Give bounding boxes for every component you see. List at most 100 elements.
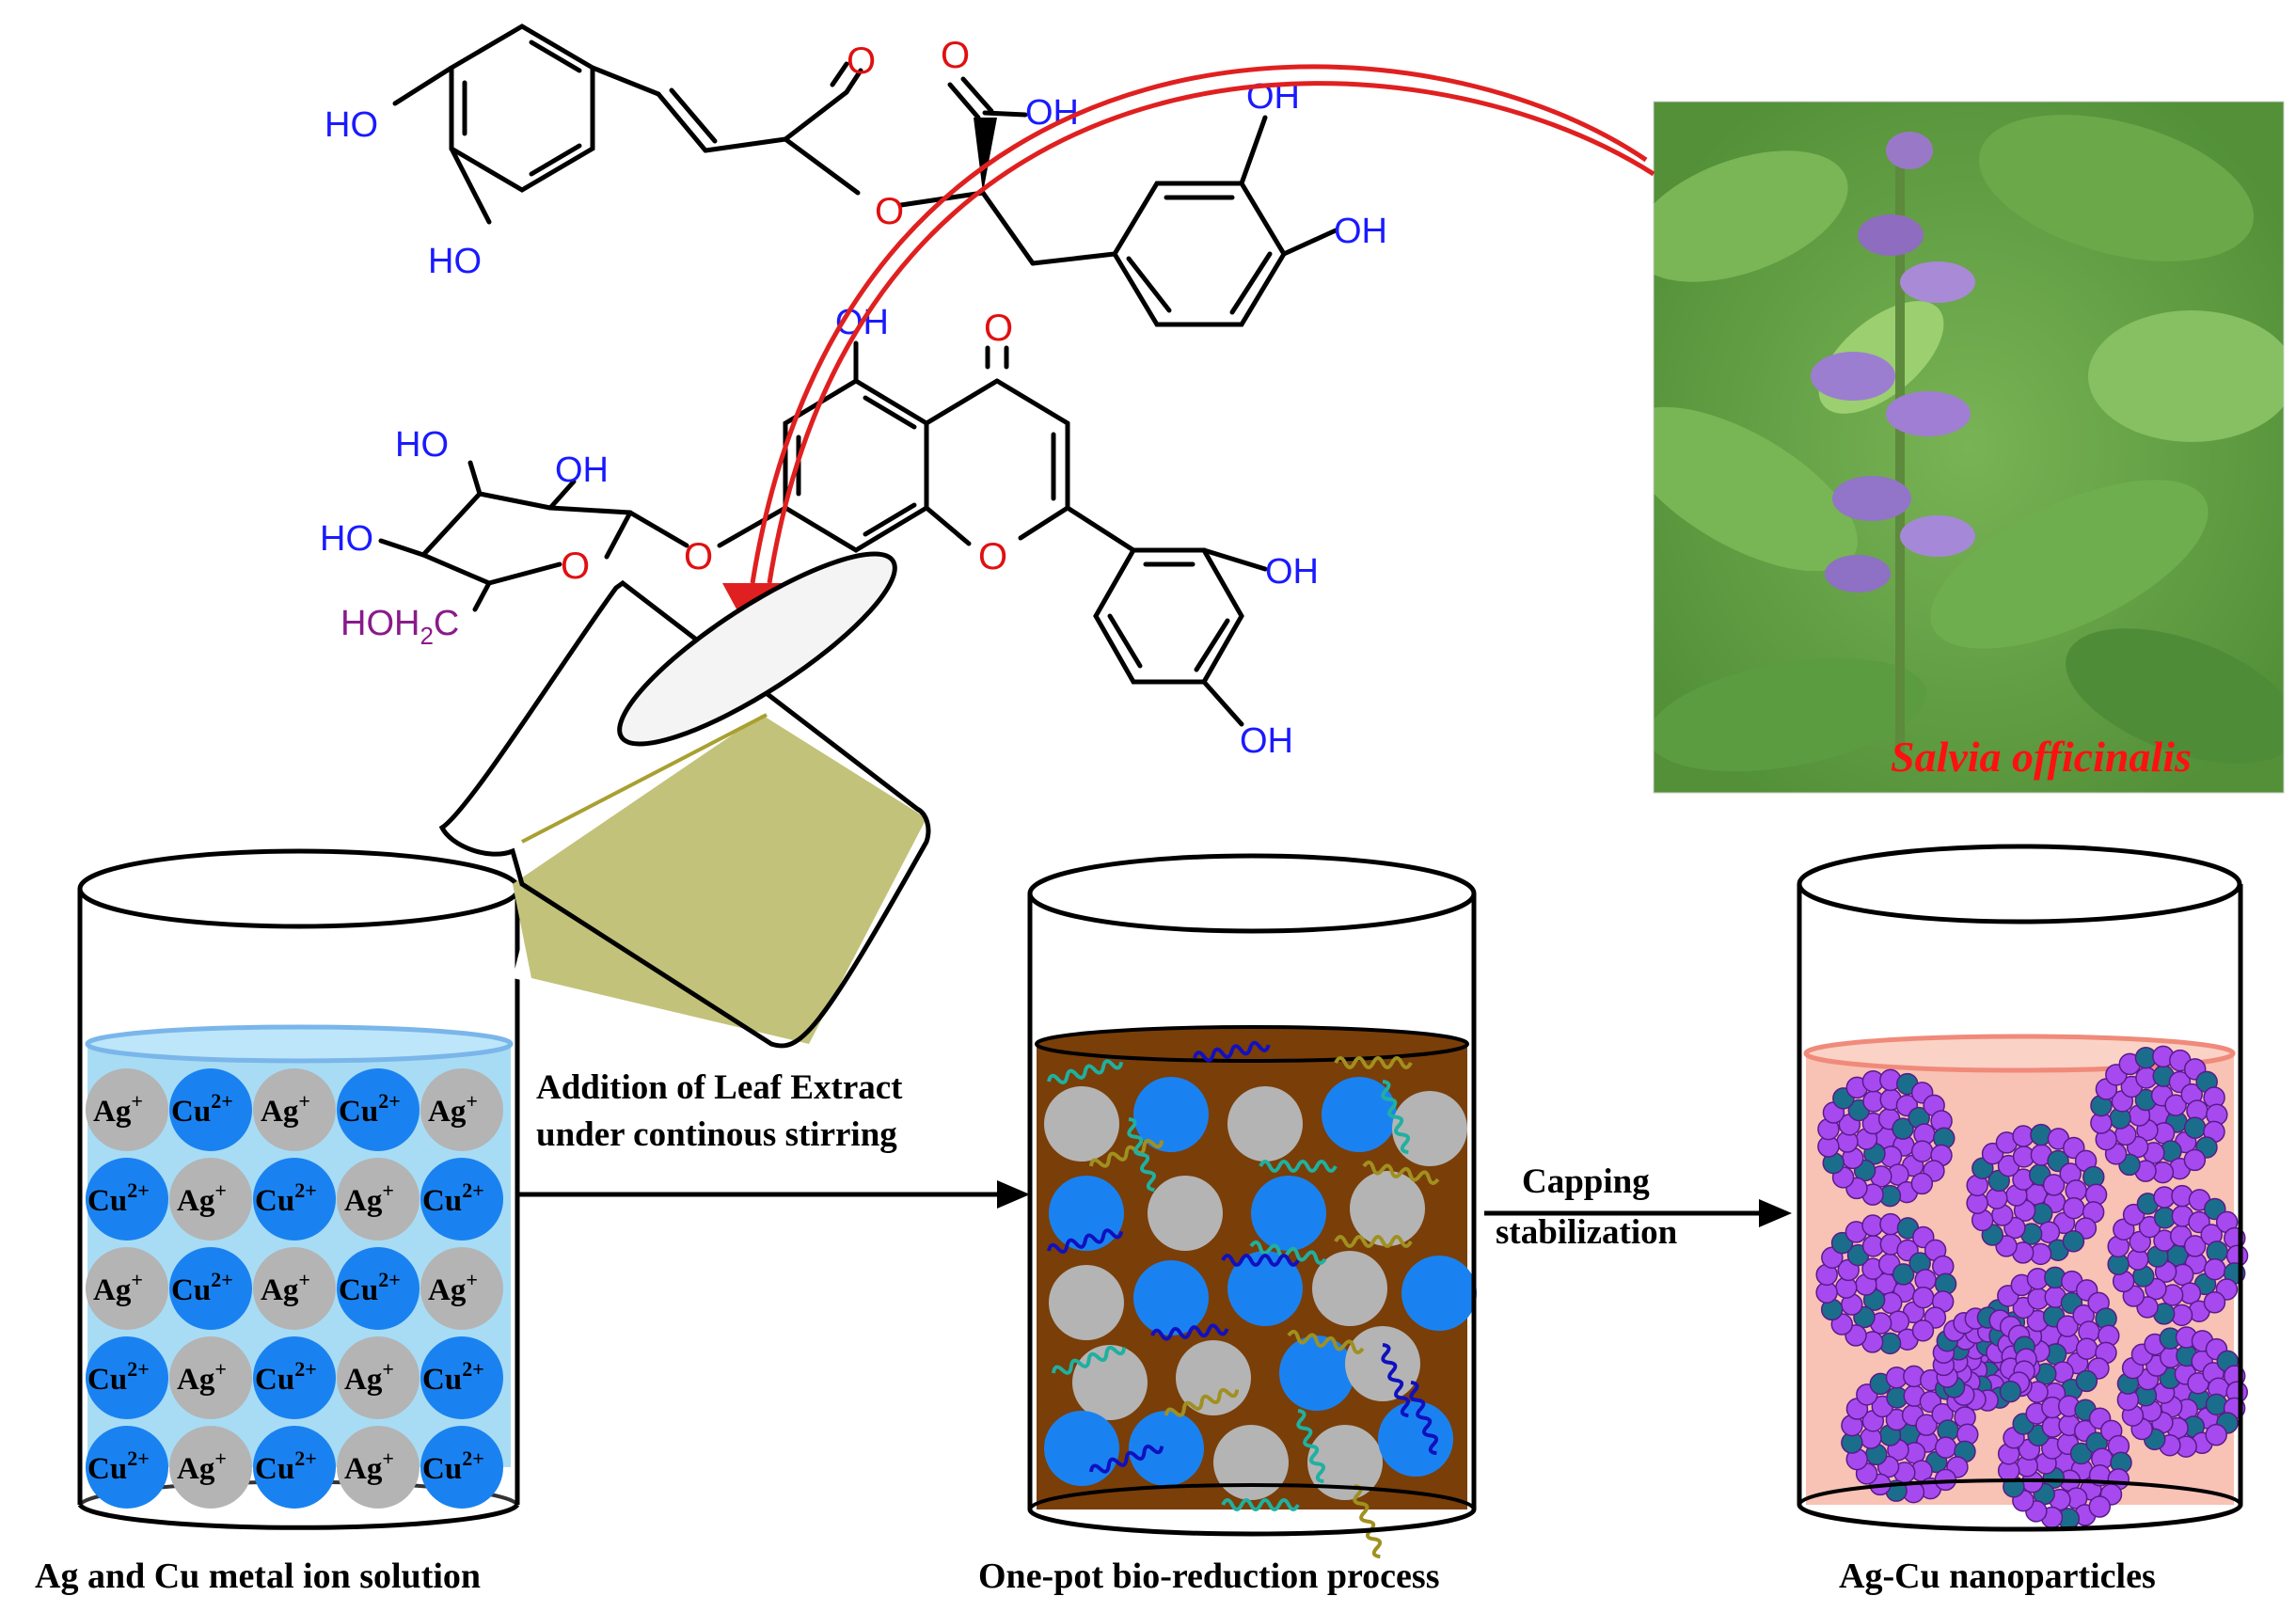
ag-particle (1307, 1425, 1383, 1500)
ag-ion (337, 1336, 420, 1419)
ion-label: Cu2+ (171, 1089, 233, 1129)
extract-arrow (750, 64, 1655, 584)
ion-label: Ag+ (428, 1268, 478, 1307)
atom-label: OH (1265, 552, 1319, 592)
wedge-bond (974, 118, 997, 193)
ion-label: Cu2+ (339, 1268, 401, 1307)
cu-ion (86, 1336, 168, 1419)
ion-label: Ag+ (344, 1357, 394, 1397)
arrow-head (997, 1180, 1030, 1209)
ag-ion (86, 1247, 168, 1330)
luteolin-glucoside-structure (378, 340, 1268, 727)
ag-particle (1213, 1425, 1289, 1500)
ion-label: Ag+ (261, 1268, 310, 1307)
ag-ion (337, 1426, 420, 1509)
capping-molecule (1127, 1117, 1157, 1193)
caption-beaker-3: Ag-Cu nanoparticles (1839, 1557, 2156, 1596)
capping-molecule (1164, 1387, 1240, 1417)
cu-ion (253, 1336, 336, 1419)
capping-molecule (1221, 1254, 1300, 1267)
ag-ion (169, 1336, 252, 1419)
cu-particle (1227, 1251, 1303, 1326)
capping-molecule (1287, 1329, 1365, 1354)
cu-ion (420, 1426, 503, 1509)
ag-particle (1312, 1251, 1387, 1326)
cu-ion (337, 1068, 420, 1151)
ion-label: Cu2+ (171, 1268, 233, 1307)
capping-molecule (1193, 1040, 1271, 1063)
nanoparticle-cluster (2116, 1326, 2248, 1458)
capping-molecule (1381, 1080, 1411, 1155)
ag-particle (1044, 1086, 1119, 1162)
ag-ion (420, 1247, 503, 1330)
nanoparticle-cluster (1815, 1212, 1957, 1355)
cu-particle (1378, 1401, 1453, 1477)
ag-particle (1072, 1345, 1148, 1420)
cu-particle (1044, 1411, 1119, 1486)
cu-ion (253, 1158, 336, 1241)
cu-particle (1401, 1256, 1477, 1331)
step-2-line-1: Capping (1522, 1162, 1650, 1201)
cu-ion (337, 1247, 420, 1330)
atom-label: HO (395, 425, 449, 465)
cu-ion (420, 1158, 503, 1241)
rosmarinic-acid-structure (392, 24, 1338, 327)
ion-label: Ag+ (93, 1089, 143, 1129)
ion-label: Cu2+ (87, 1178, 150, 1218)
ion-label: Cu2+ (422, 1178, 484, 1218)
atom-label: O (561, 545, 590, 587)
capping-molecule (1249, 1240, 1327, 1265)
ion-label: Ag+ (261, 1089, 310, 1129)
atom-label: O (978, 536, 1007, 577)
species-label: Salvia officinalis (1891, 733, 2192, 781)
ion-label: Cu2+ (255, 1446, 317, 1486)
cu-ion (169, 1068, 252, 1151)
capping-molecule (1362, 1160, 1440, 1185)
ag-ion (169, 1158, 252, 1241)
nanoparticle-cluster (1932, 1306, 2037, 1412)
cu-particle (1251, 1176, 1326, 1251)
ion-label: Cu2+ (87, 1357, 150, 1397)
ion-label: Cu2+ (422, 1357, 484, 1397)
nanoparticle-cluster (1966, 1123, 2108, 1266)
atom-label: O (941, 35, 970, 76)
atom-label: OH (1334, 212, 1387, 251)
capping-molecule (1221, 1498, 1300, 1511)
pouring-beaker (438, 551, 931, 1049)
capping-molecule (1089, 1444, 1164, 1474)
cu-ion (86, 1158, 168, 1241)
capping-molecule (1052, 1345, 1127, 1375)
ion-label: Cu2+ (87, 1446, 150, 1486)
ag-ion (253, 1247, 336, 1330)
caption-beaker-2: One-pot bio-reduction process (978, 1557, 1440, 1596)
capping-molecule (1334, 1235, 1413, 1248)
capping-molecule (1150, 1323, 1229, 1341)
step-2-line-2: stabilization (1496, 1213, 1678, 1252)
ag-ion (86, 1068, 168, 1151)
cu-ion (253, 1426, 336, 1509)
ion-label: Ag+ (344, 1446, 394, 1486)
ag-particle (1350, 1171, 1425, 1246)
capping-molecule (1353, 1484, 1383, 1559)
capping-molecule (1047, 1059, 1124, 1084)
cu-particle (1279, 1335, 1354, 1411)
cu-particle (1322, 1077, 1397, 1152)
ion-label: Ag+ (177, 1357, 227, 1397)
ag-particle (1049, 1265, 1124, 1340)
cu-ion (169, 1247, 252, 1330)
atom-label: OH (555, 450, 609, 490)
capping-molecule (1259, 1160, 1338, 1173)
step-1-line-1: Addition of Leaf Extract (536, 1068, 903, 1107)
ag-ion (337, 1158, 420, 1241)
cu-ion (420, 1336, 503, 1419)
arrow-head (1759, 1199, 1792, 1227)
beaker-3-outline (1797, 844, 2243, 1532)
nanoparticle-cluster (1997, 1395, 2132, 1530)
atom-label: OH (1240, 721, 1293, 761)
atom-label: HO (325, 105, 378, 145)
nanoparticle-clusters (1815, 1045, 2249, 1530)
bio-reduction-particles (1044, 1040, 1477, 1559)
ag-particle (1345, 1326, 1420, 1401)
ag-ion (420, 1068, 503, 1151)
